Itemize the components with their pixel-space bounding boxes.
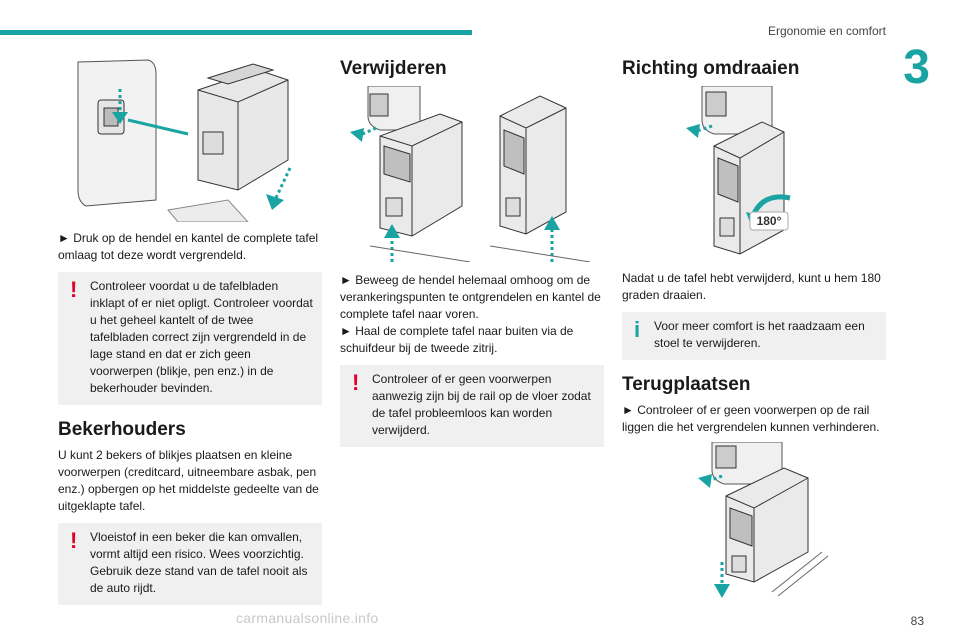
step-tilt-down: ► Druk op de hendel en kantel de complet…: [58, 231, 319, 262]
info-icon: i: [634, 317, 641, 342]
info-note-chair: i Voor meer comfort is het raadzaam een …: [622, 312, 886, 360]
step-take-out: ► Haal de complete tafel naar buiten via…: [340, 324, 574, 355]
heading-replace: Terugplaatsen: [622, 374, 751, 395]
info-text: Voor meer comfort is het raadzaam een st…: [654, 319, 865, 350]
illustration-replace-table: [622, 442, 886, 606]
illustration-remove-table: [340, 86, 604, 262]
warning-text: Controleer voordat u de tafelbladen inkl…: [90, 279, 313, 395]
rotate-table-drawing: 180°: [686, 86, 791, 255]
tilt-table-drawing: [77, 59, 292, 222]
rotation-label: 180°: [757, 214, 782, 228]
step-check-rail: ► Controleer of er geen voorwerpen op de…: [622, 403, 880, 434]
column-right: Richting omdraaien 180° Nadat u de tafel…: [622, 50, 886, 606]
warning-note-rail: ! Controleer of er geen voorwerpen aanwe…: [340, 365, 604, 447]
warning-text: Vloeistof in een beker die kan omvallen,…: [90, 530, 308, 595]
step-unlock: ► Beweeg de hendel helemaal omhoog om de…: [340, 273, 601, 321]
section-title: Ergonomie en comfort: [767, 24, 886, 38]
warning-note-liquid: ! Vloeistof in een beker die kan omvalle…: [58, 523, 322, 605]
heading-cupholders: Bekerhouders: [58, 419, 186, 440]
replace-table-drawing: [698, 442, 829, 598]
reverse-body: Nadat u de tafel hebt verwijderd, kunt u…: [622, 271, 881, 302]
column-left: ► Druk op de hendel en kantel de complet…: [58, 50, 322, 605]
illustration-tilt-table: [58, 50, 322, 222]
illustration-rotate-table: 180°: [622, 86, 886, 262]
warning-icon: !: [352, 370, 360, 395]
column-middle: Verwijderen ► Beweeg de hendel helemaal …: [340, 50, 604, 447]
heading-reverse: Richting omdraaien: [622, 58, 800, 79]
watermark: carmanualsonline.info: [236, 610, 379, 626]
warning-icon: !: [70, 277, 78, 302]
heading-remove: Verwijderen: [340, 58, 447, 79]
header-accent-bar: [0, 30, 472, 35]
warning-note-fold: ! Controleer voordat u de tafelbladen in…: [58, 272, 322, 405]
cupholders-body: U kunt 2 bekers of blikjes plaatsen en k…: [58, 448, 319, 513]
remove-table-drawing: [350, 86, 591, 262]
warning-icon: !: [70, 528, 78, 553]
warning-text: Controleer of er geen voorwerpen aanwezi…: [372, 372, 591, 437]
page-number: 83: [910, 614, 924, 628]
chapter-number: 3: [903, 41, 930, 94]
